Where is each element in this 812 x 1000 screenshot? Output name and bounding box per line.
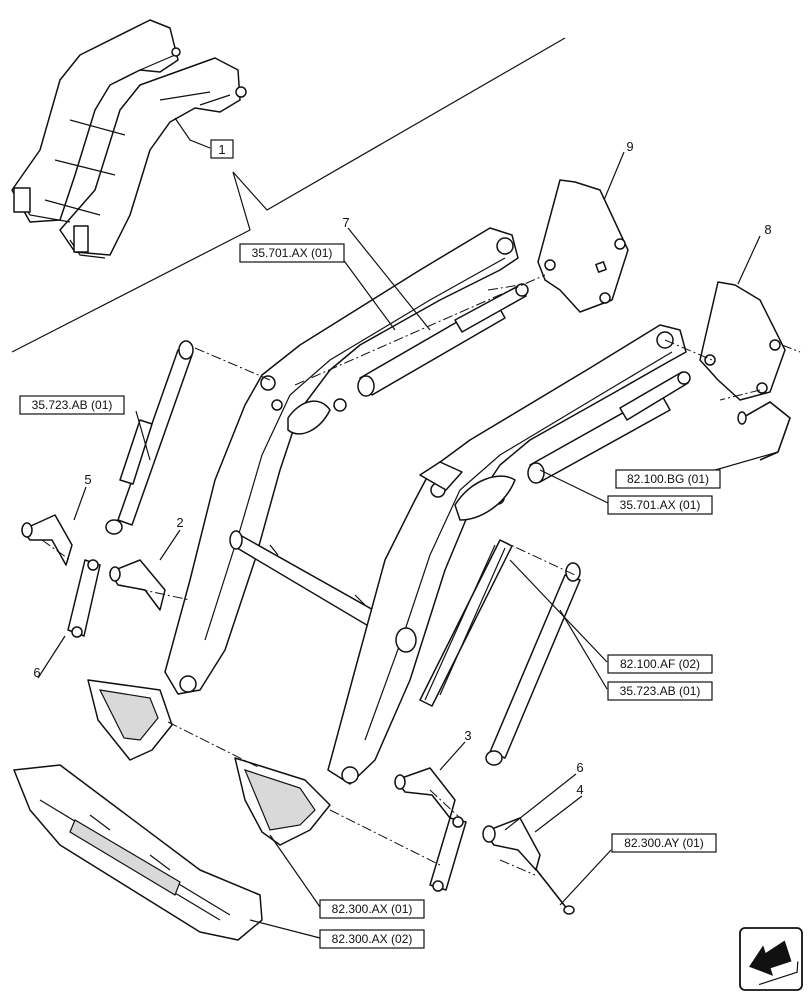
left-loader-arm — [164, 227, 519, 695]
svg-text:82.100.AF (02): 82.100.AF (02) — [620, 657, 700, 671]
lever-4 — [482, 817, 541, 871]
mounting-frame-02 — [13, 764, 263, 941]
ref-82-300-ay[interactable]: 82.300.AY (01) — [611, 833, 717, 853]
bracket-8 — [699, 281, 786, 401]
bracket-9 — [537, 179, 629, 313]
callout-4: 4 — [576, 782, 583, 797]
overview-separator — [11, 37, 566, 353]
bolt — [534, 867, 575, 915]
svg-text:35.723.AB (01): 35.723.AB (01) — [620, 684, 701, 698]
next-page-arrow-icon[interactable] — [739, 927, 803, 991]
ref-35-701-ax-right[interactable]: 35.701.AX (01) — [607, 495, 713, 515]
callout-5: 5 — [84, 472, 91, 487]
callout-2: 2 — [176, 515, 183, 530]
lift-cylinder-right — [485, 562, 581, 766]
ref-82-300-ax-01[interactable]: 82.300.AX (01) — [319, 899, 425, 919]
lock-pin — [737, 401, 791, 461]
svg-text:82.300.AX (02): 82.300.AX (02) — [332, 932, 413, 946]
link-plate-6-left — [67, 559, 101, 638]
callout-6-right: 6 — [576, 760, 583, 775]
callout-8: 8 — [764, 222, 771, 237]
callout-6-left: 6 — [33, 665, 40, 680]
callout-3: 3 — [464, 728, 471, 743]
ref-35-723-ab-right[interactable]: 35.723.AB (01) — [607, 681, 713, 701]
ref-82-100-bg[interactable]: 82.100.BG (01) — [615, 469, 721, 489]
callout-9: 9 — [626, 139, 633, 154]
svg-text:35.701.AX (01): 35.701.AX (01) — [620, 498, 701, 512]
right-loader-arm — [327, 324, 687, 785]
link-plate-6-right — [429, 816, 467, 892]
lift-cylinder-left — [105, 340, 194, 535]
svg-text:1: 1 — [218, 142, 225, 157]
ref-82-300-ax-02[interactable]: 82.300.AX (02) — [319, 929, 425, 949]
callout-7: 7 — [342, 215, 349, 230]
svg-text:82.300.AX (01): 82.300.AX (01) — [332, 902, 413, 916]
tilt-cylinder-right — [527, 371, 691, 484]
callout-leaders — [37, 117, 779, 939]
svg-text:82.100.BG (01): 82.100.BG (01) — [627, 472, 709, 486]
ref-82-100-af[interactable]: 82.100.AF (02) — [607, 654, 713, 674]
assembly-lines — [41, 274, 801, 876]
lever-3 — [394, 767, 456, 819]
ref-35-701-ax-top[interactable]: 35.701.AX (01) — [239, 243, 345, 263]
ref-35-723-ab-left[interactable]: 35.723.AB (01) — [19, 395, 125, 415]
lever-5 — [21, 514, 73, 566]
mounting-bracket-01-right — [234, 757, 331, 846]
lever-2 — [109, 559, 166, 611]
tilt-cylinder-left — [357, 283, 529, 397]
mounting-bracket-01-left — [87, 679, 173, 761]
svg-text:35.723.AB (01): 35.723.AB (01) — [32, 398, 113, 412]
svg-text:35.701.AX (01): 35.701.AX (01) — [252, 246, 333, 260]
loader-overview-thumbnail — [11, 19, 247, 259]
callout-1: 1 — [210, 139, 234, 159]
svg-text:82.300.AY (01): 82.300.AY (01) — [624, 836, 704, 850]
